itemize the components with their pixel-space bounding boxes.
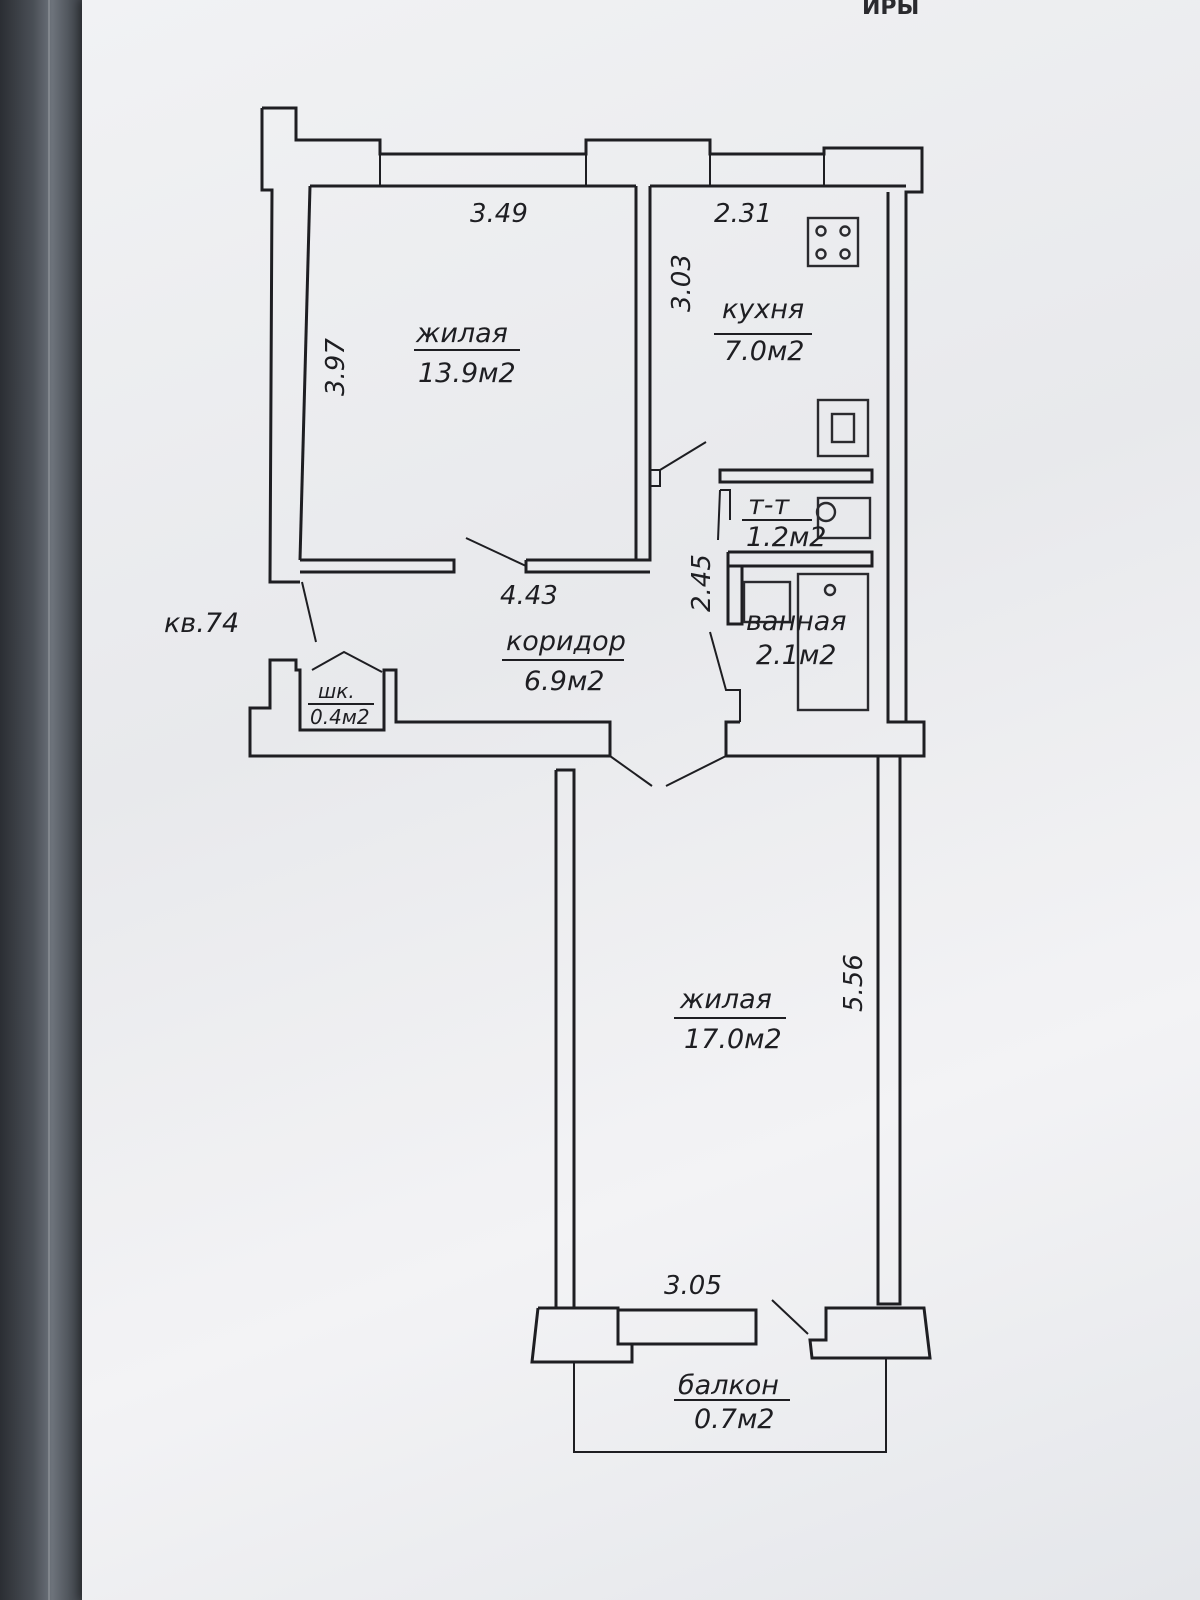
wall-top-left-pilaster [262,106,926,758]
room-name: кухня [722,294,804,325]
dimension-labels: 3.49 2.31 3.97 3.03 4.43 2.45 5.56 3.05 [321,199,869,1301]
room-name: т-т [748,490,790,521]
room-name: жилая [415,318,508,349]
room-name: балкон [678,1370,779,1401]
room-area: 1.2м2 [746,522,827,553]
room-area: 6.9м2 [524,666,605,697]
door-bath [709,631,741,722]
wall-toilet-top [718,468,874,484]
door-balcony [771,1299,809,1335]
wall-bottom-right [808,1306,932,1360]
dim-kitchen-width: 2.31 [714,199,772,229]
label-toilet: т-т 1.2м2 [742,490,827,553]
room-name: жилая [679,984,772,1015]
window-top-right [709,154,825,186]
door-kitchen [650,441,707,487]
label-living-room-2: жилая 17.0м2 [674,984,786,1055]
wall-toilet-bath [728,550,874,568]
dim-living1-width: 3.49 [470,199,528,229]
label-bathroom: ванная 2.1м2 [746,606,847,671]
dim-living1-depth: 3.97 [321,338,351,396]
bathtub-icon [796,572,870,712]
room-area: 0.7м2 [694,1404,775,1435]
room-area: 0.4м2 [310,705,370,729]
wall-living2-left [554,768,576,1310]
washbasin-icon [742,580,792,624]
kitchen-sink-icon [816,398,870,458]
wall-bath-left [726,552,744,626]
room-area: 7.0м2 [724,336,805,367]
label-closet: шк. 0.4м2 [308,679,374,729]
door-entry [609,755,727,787]
dim-corridor-length: 4.43 [500,581,558,611]
door-entry-left-jamb [301,581,317,643]
paper-sheet [82,0,1200,1600]
wall-living1-bottom [300,558,456,574]
header-fragment: ИРЫ [862,0,919,20]
room-name: ванная [746,606,847,637]
wall-left-outer [260,108,300,584]
fixtures [742,216,872,712]
dim-bath-block-depth: 2.45 [687,554,717,612]
label-living-room-1: жилая 13.9м2 [414,318,520,389]
wall-bottom-left [530,1306,758,1364]
apartment-number: кв.74 [164,608,239,639]
door-toilet [717,489,731,541]
room-area: 17.0м2 [684,1024,782,1055]
plastic-sleeve-edge [0,0,95,1600]
door-closet [311,650,383,673]
label-balcony: балкон 0.7м2 [674,1370,790,1435]
room-name: коридор [506,626,626,657]
dim-kitchen-depth: 3.03 [667,254,697,312]
wall-living1-bottom-right [524,186,652,574]
label-kitchen: кухня 7.0м2 [714,294,812,367]
balcony-outline [573,1358,887,1453]
door-living1 [465,537,527,567]
toilet-icon [815,496,872,540]
room-labels: жилая 13.9м2 кухня 7.0м2 т-т 1.2м2 ванна… [164,294,847,1435]
label-corridor: коридор 6.9м2 [502,626,626,697]
window-top-left [379,154,587,186]
dim-living2-width: 3.05 [664,1271,722,1301]
wall-left-inner [298,185,312,561]
wall-living2-right [876,754,906,1306]
room-area: 2.1м2 [756,640,837,671]
stove-icon [806,216,860,268]
dim-living2-depth: 5.56 [839,954,869,1012]
wall-closet [248,658,612,758]
wall-kitchen-right [886,192,906,724]
room-name: шк. [318,679,355,703]
room-area: 13.9м2 [418,358,516,389]
walls [248,106,932,1453]
